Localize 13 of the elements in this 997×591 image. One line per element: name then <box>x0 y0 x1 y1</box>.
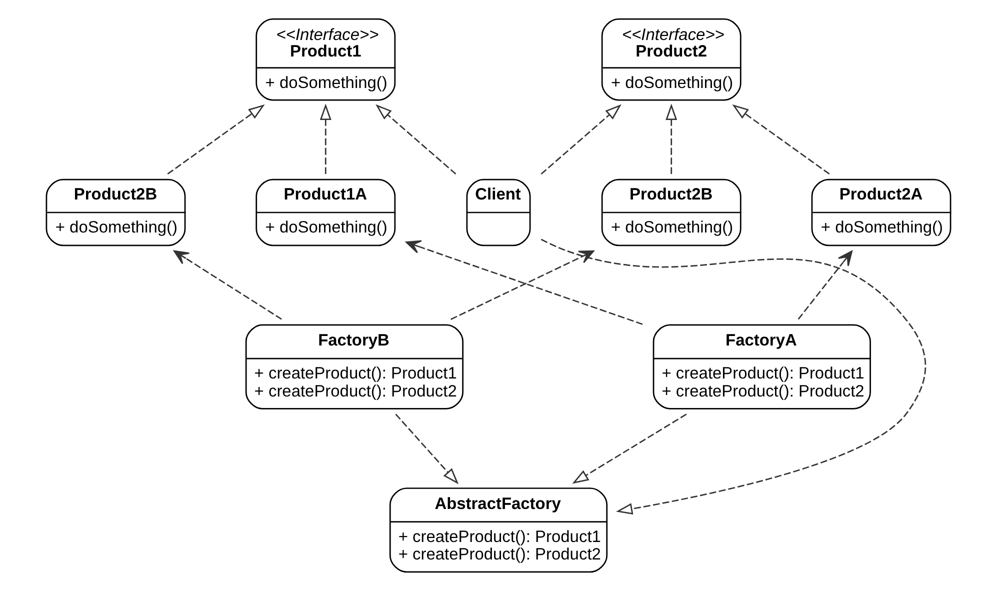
arrow <box>406 240 643 325</box>
arrow <box>540 104 622 174</box>
arrow <box>540 238 926 514</box>
arrow <box>572 414 687 484</box>
arrow <box>798 250 852 320</box>
arrow <box>666 104 678 174</box>
arrow <box>450 250 594 320</box>
arrow <box>395 414 459 484</box>
arrow <box>732 104 830 175</box>
arrow <box>376 104 456 174</box>
arrow <box>167 104 265 175</box>
arrow <box>320 104 332 174</box>
arrow <box>174 250 282 320</box>
